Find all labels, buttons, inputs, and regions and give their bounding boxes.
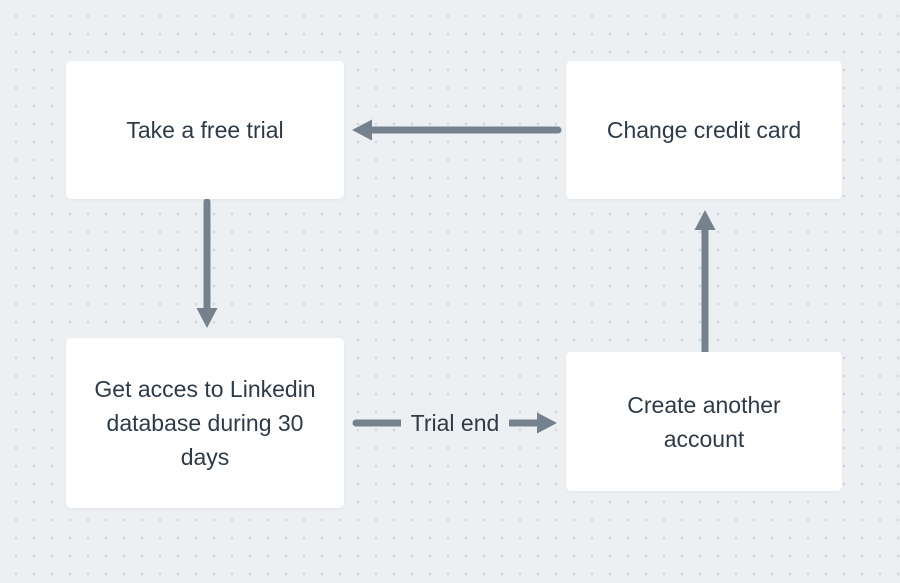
- node-label: Change credit card: [606, 117, 802, 143]
- edge-linkedin-to-create: [352, 412, 557, 434]
- node-change-credit-card[interactable]: Change credit card: [566, 61, 842, 199]
- node-label: Create another account: [627, 391, 781, 452]
- edge-create-to-change: [694, 210, 716, 355]
- edge-change-to-take: [352, 119, 562, 141]
- node-linkedin-database[interactable]: Get acces to Linkedin database during 30…: [66, 338, 344, 508]
- edge-label-trial-end: Trial end: [401, 409, 509, 437]
- node-label: Take a free trial: [126, 117, 284, 143]
- node-label: Get acces to Linkedin database during 30…: [94, 376, 316, 470]
- edge-take-to-linkedin: [196, 198, 218, 328]
- node-take-free-trial[interactable]: Take a free trial: [66, 61, 344, 199]
- node-create-another-account[interactable]: Create another account: [566, 352, 842, 491]
